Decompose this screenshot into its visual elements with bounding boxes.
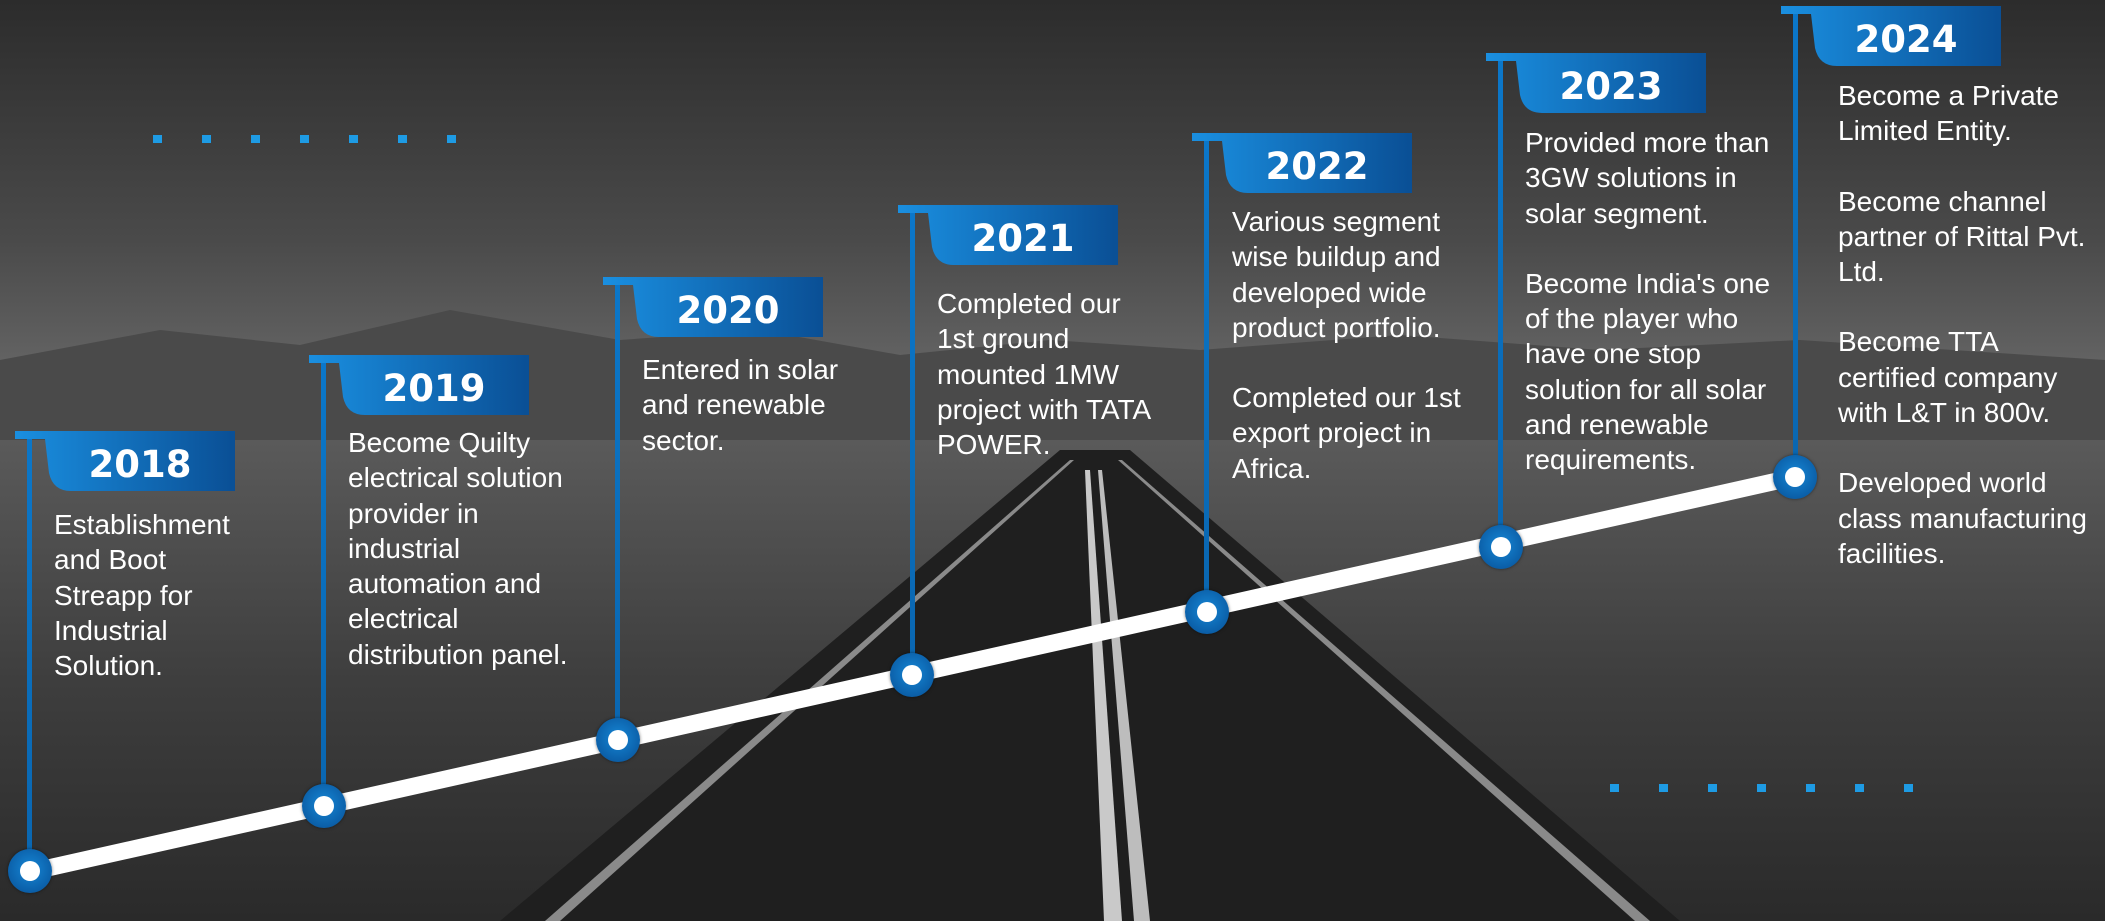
milestone-description: Establishment and Boot Streapp for Indus… [54, 509, 230, 682]
decorative-dots-top [153, 128, 496, 143]
year-flag: 2020 [603, 277, 823, 339]
year-label: 2022 [1265, 145, 1369, 188]
milestone-node [890, 653, 934, 697]
year-label: 2021 [971, 217, 1075, 260]
year-label: 2018 [88, 443, 192, 486]
milestone-node [1185, 590, 1229, 634]
year-flag: 2021 [898, 205, 1118, 267]
year-flag: 2023 [1486, 53, 1706, 115]
milestone-node [1479, 525, 1523, 569]
year-flag: 2018 [15, 431, 235, 493]
milestone-description: Various segment wise buildup and develop… [1232, 206, 1461, 484]
milestone-description: Completed our 1st ground mounted 1MW pro… [937, 288, 1150, 461]
year-label: 2019 [382, 367, 486, 410]
milestone-description: Become Quilty electrical solution provid… [348, 427, 568, 670]
milestone-description: Entered in solar and renewable sector. [642, 354, 839, 456]
year-label: 2020 [676, 289, 780, 332]
year-flag: 2022 [1192, 133, 1412, 195]
milestone-stem [910, 212, 915, 674]
milestone-description: Provided more than 3GW solutions in sola… [1525, 127, 1771, 476]
year-label: 2024 [1854, 18, 1958, 61]
milestone-description: Become a Private Limited Entity. Become … [1838, 80, 2088, 569]
milestone-stem [321, 362, 326, 806]
milestone-stem [1793, 13, 1798, 477]
year-label: 2023 [1559, 65, 1663, 108]
decorative-dots-bottom [1610, 777, 1953, 792]
milestone-stem [615, 284, 620, 740]
milestone-node [302, 784, 346, 828]
year-flag: 2024 [1781, 6, 2001, 68]
milestone-node [8, 849, 52, 893]
milestone-stem [27, 438, 32, 872]
milestone-stem [1498, 60, 1503, 547]
milestone-node [596, 718, 640, 762]
milestone-stem [1204, 140, 1209, 612]
year-flag: 2019 [309, 355, 529, 417]
milestone-node [1773, 455, 1817, 499]
